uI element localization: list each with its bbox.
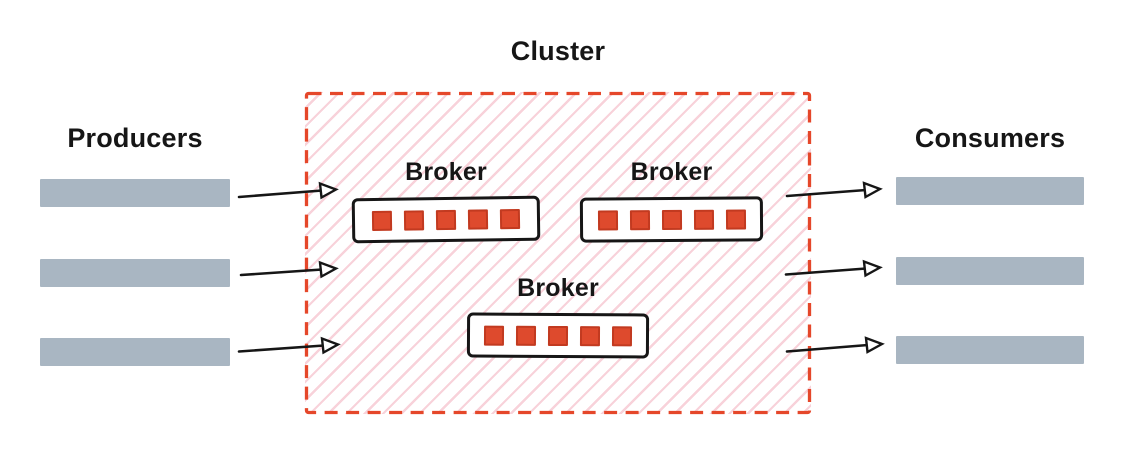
partition-square xyxy=(579,325,601,346)
producer-bar xyxy=(40,338,230,366)
producer-bar xyxy=(40,179,230,207)
broker-box xyxy=(579,196,764,243)
broker-group-3: Broker xyxy=(466,273,650,359)
partition-square xyxy=(483,325,505,346)
partition-square xyxy=(725,208,746,230)
partition-square xyxy=(547,325,569,346)
broker-label: Broker xyxy=(630,158,713,186)
broker-box xyxy=(466,312,650,359)
partition-square xyxy=(611,325,633,346)
broker-box xyxy=(351,195,541,244)
consumer-bars xyxy=(896,177,1084,364)
consumers-label: Consumers xyxy=(914,123,1066,153)
partition-square xyxy=(597,209,618,231)
broker-label: Broker xyxy=(405,158,487,186)
arrowhead-icon xyxy=(864,336,885,354)
producer-bars xyxy=(40,179,230,366)
partition-square xyxy=(467,208,489,230)
arrowhead-icon xyxy=(862,259,883,278)
cluster-title: Cluster xyxy=(510,36,606,66)
partition-square xyxy=(515,325,537,346)
broker-label: Broker xyxy=(517,274,599,302)
partition-square xyxy=(435,209,457,230)
broker-group-2: Broker xyxy=(579,157,764,243)
arrowhead-icon xyxy=(862,181,883,199)
consumer-bar xyxy=(896,177,1084,205)
partition-square xyxy=(499,208,521,229)
partition-square xyxy=(661,209,682,230)
cluster-hatched-area xyxy=(305,92,811,414)
partition-square xyxy=(371,210,393,231)
partition-square xyxy=(693,209,714,230)
producers-label: Producers xyxy=(67,123,203,153)
producer-bar xyxy=(40,258,230,287)
consumer-bar xyxy=(896,256,1084,285)
broker-group-1: Broker xyxy=(351,157,541,244)
consumer-bar xyxy=(896,336,1084,364)
partition-square xyxy=(629,209,650,230)
partition-square xyxy=(403,209,425,231)
